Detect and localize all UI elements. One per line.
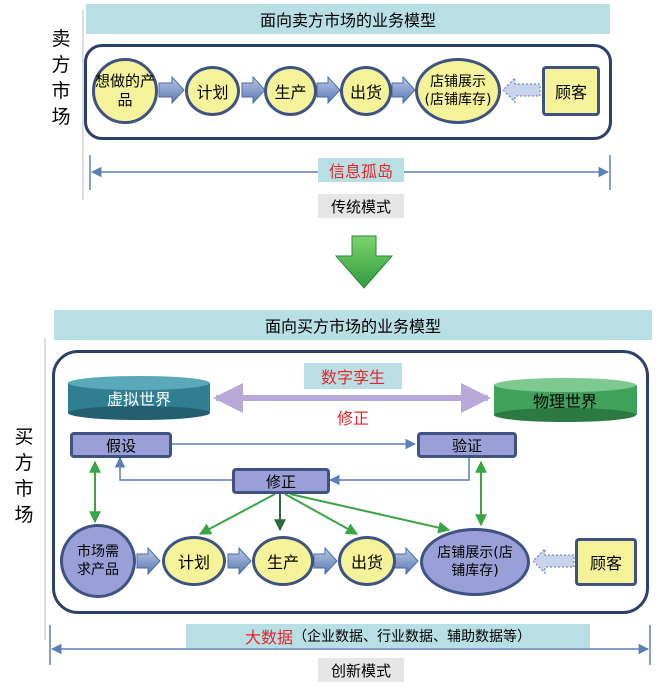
bottom-node-ship: 出货 xyxy=(338,536,396,586)
bottom-dimension-line xyxy=(49,625,651,665)
top-flow-arrows xyxy=(158,75,541,105)
bottom-process-frame xyxy=(52,350,649,614)
top-banner-text: 面向卖方市场的业务模型 xyxy=(259,11,436,30)
digital-twin-label: 数字孪生 xyxy=(304,363,402,389)
big-data-detail-text: （企业数据、行业数据、辅助数据等） xyxy=(293,629,531,645)
top-node-ship: 出货 xyxy=(340,66,392,116)
virtual-world-label: 虚拟世界 xyxy=(106,390,171,409)
bottom-node-store: 店铺展示(店铺库存) xyxy=(420,528,530,596)
correction-box: 修正 xyxy=(232,468,330,494)
bottom-node-produce: 生产 xyxy=(252,536,314,586)
correction-fanout-arrows xyxy=(198,493,451,535)
innovation-mode-label: 创新模式 xyxy=(318,658,404,682)
correction-top-label: 修正 xyxy=(336,409,369,428)
top-side-label: 卖方市场 xyxy=(51,27,71,128)
feedback-loop-arrows xyxy=(114,456,470,486)
bottom-banner: 面向买方市场的业务模型 xyxy=(54,310,652,340)
physical-world-label: 物理世界 xyxy=(532,392,597,411)
bottom-node-plan: 计划 xyxy=(162,536,226,586)
bottom-node-customer: 顾客 xyxy=(575,538,637,586)
top-banner: 面向卖方市场的业务模型 xyxy=(86,4,610,34)
top-node-produce: 生产 xyxy=(264,66,317,116)
bottom-flow-arrows xyxy=(136,546,575,576)
physical-world-cylinder xyxy=(494,378,637,422)
traditional-mode-label: 传统模式 xyxy=(318,194,404,218)
info-island-label: 信息孤岛 xyxy=(318,158,404,182)
big-data-label: 大数据（企业数据、行业数据、辅助数据等） xyxy=(186,624,590,648)
hypothesis-box: 假设 xyxy=(70,432,172,458)
bottom-node-market-demand: 市场需求产品 xyxy=(60,524,136,598)
top-node-store: 店铺展示(店铺库存) xyxy=(415,58,501,124)
top-node-customer: 顾客 xyxy=(542,66,600,116)
down-arrow-icon xyxy=(334,235,394,289)
top-node-plan: 计划 xyxy=(185,66,240,116)
virtual-world-cylinder xyxy=(68,376,210,420)
bottom-side-label: 买方市场 xyxy=(14,425,34,526)
big-data-red-text: 大数据 xyxy=(244,628,293,647)
top-process-frame xyxy=(84,44,612,140)
bottom-banner-text: 面向买方市场的业务模型 xyxy=(264,317,441,336)
top-node-product-idea: 想做的产品 xyxy=(92,58,158,124)
verify-box: 验证 xyxy=(417,432,517,458)
validation-green-arrows xyxy=(89,460,487,527)
